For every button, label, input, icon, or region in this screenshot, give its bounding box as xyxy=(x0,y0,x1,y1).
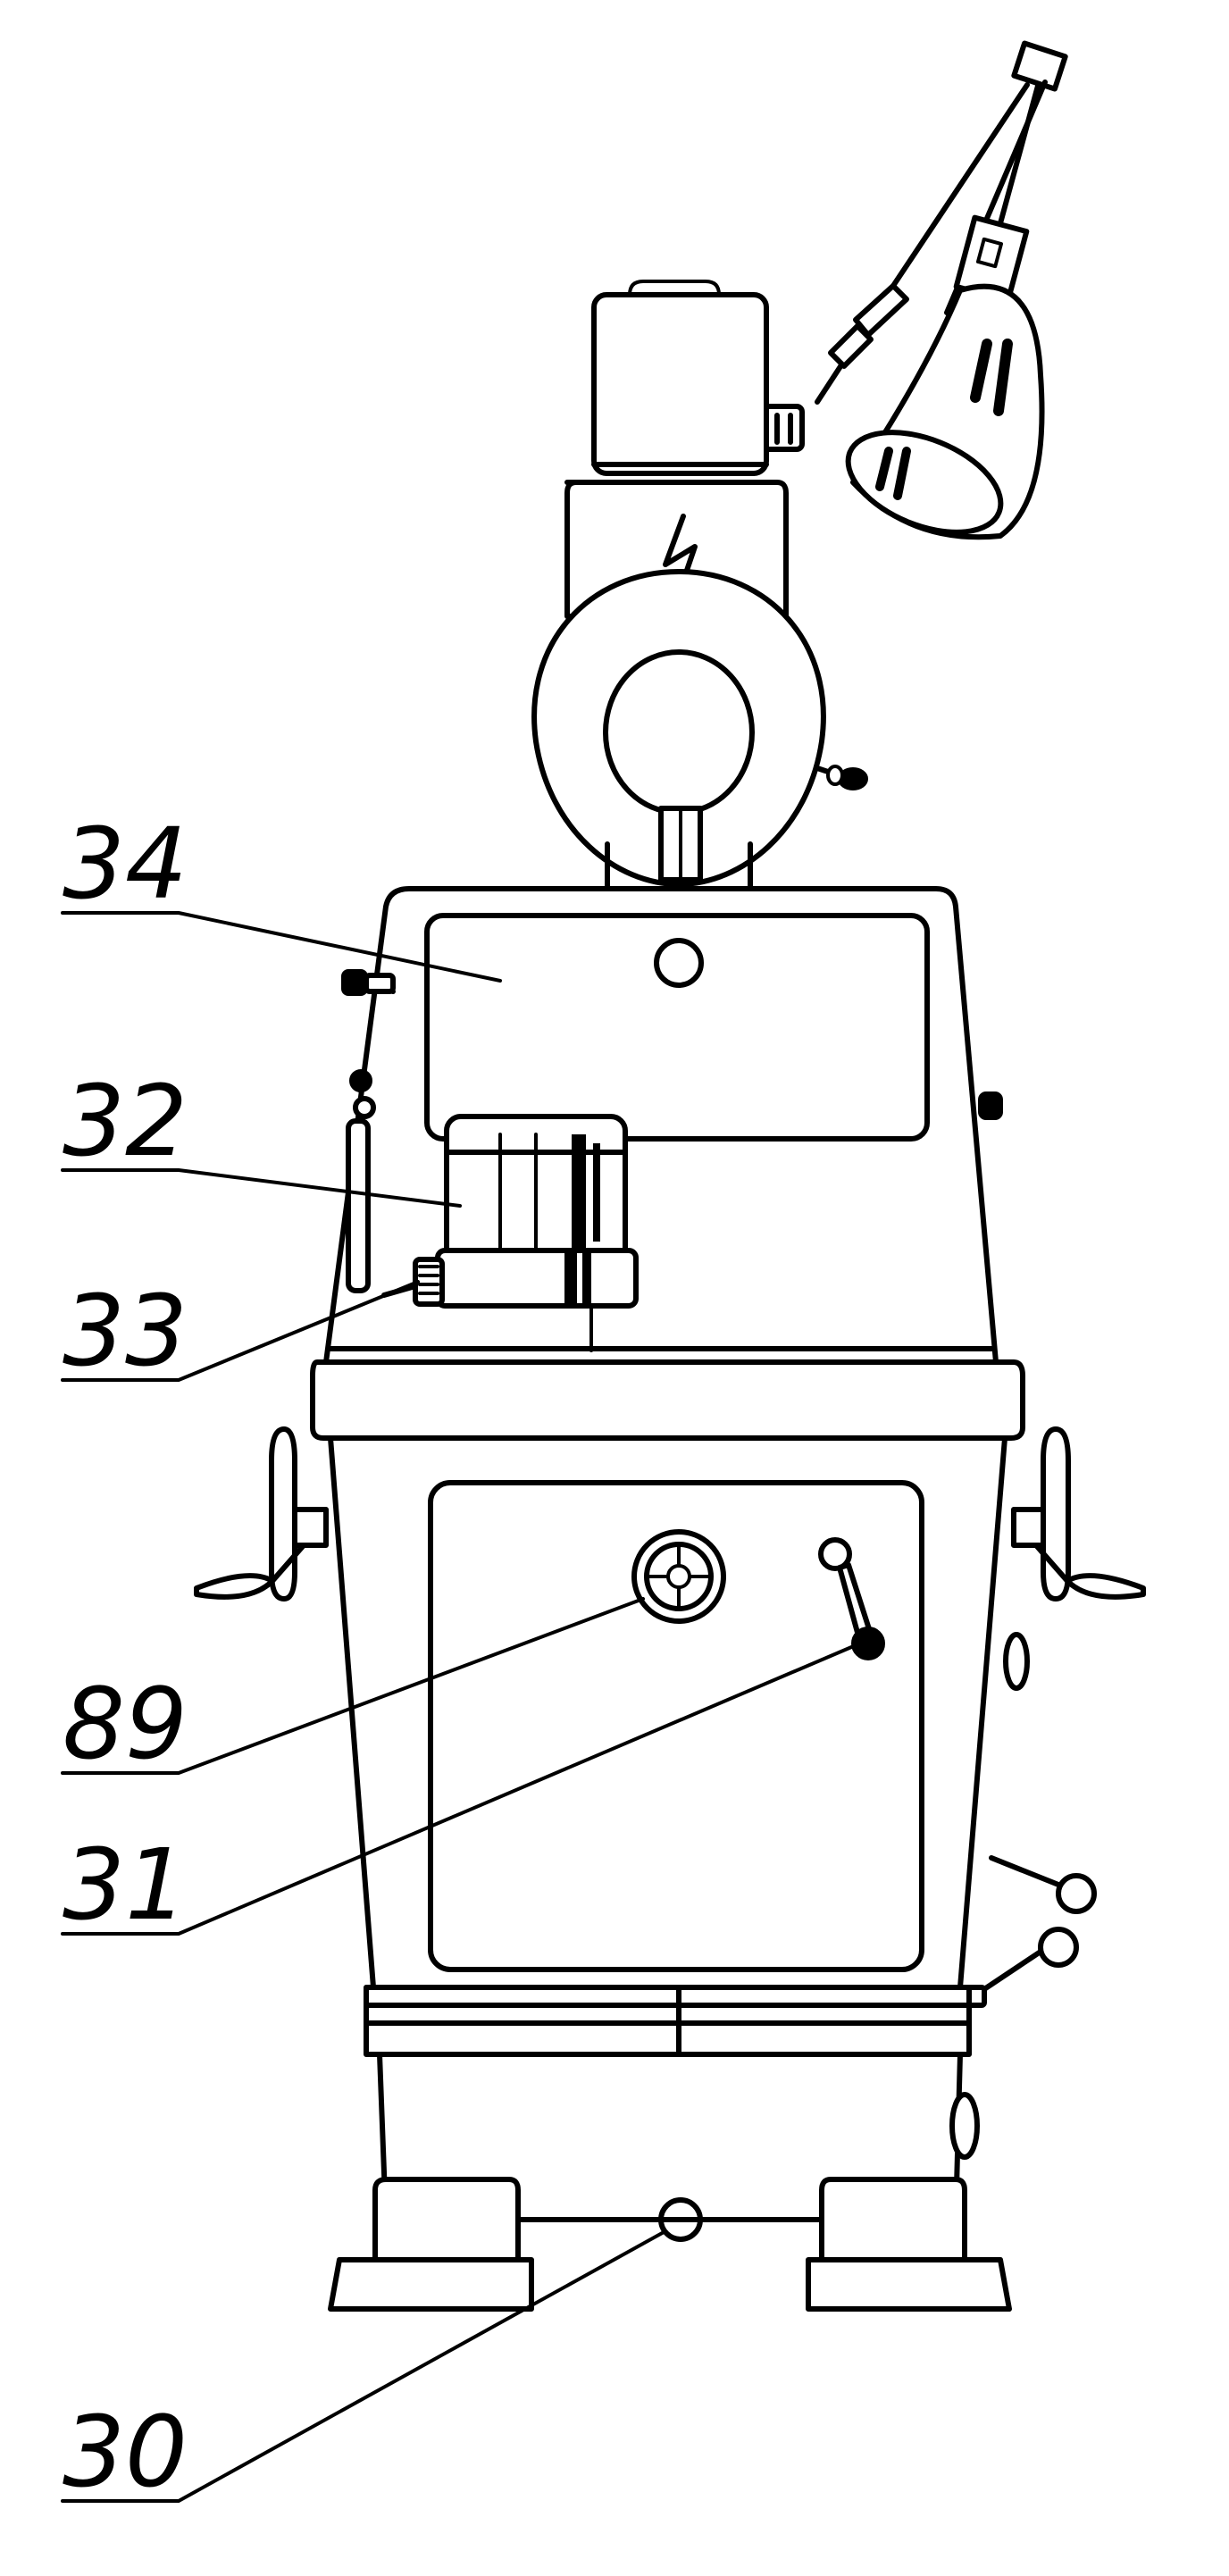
callout-32: 32 xyxy=(63,1064,188,1178)
leader-lines xyxy=(61,911,857,2503)
callout-labels: 34 32 33 89 31 30 xyxy=(63,807,188,2509)
leader-89 xyxy=(61,1597,645,1775)
leader-30 xyxy=(61,2229,667,2503)
callout-34: 34 xyxy=(63,807,188,921)
leader-32 xyxy=(61,1168,462,1208)
leader-34 xyxy=(61,911,502,983)
work-lamp xyxy=(755,40,1068,540)
callout-31: 31 xyxy=(63,1827,188,1942)
base-cabinet xyxy=(194,1426,1146,2008)
side-levers xyxy=(962,1855,1097,2008)
table-top xyxy=(310,1359,1025,1441)
leader-33 xyxy=(61,1280,420,1382)
callout-89: 89 xyxy=(63,1667,188,1781)
plinth xyxy=(328,1985,1012,2312)
callout-33: 33 xyxy=(63,1274,188,1388)
motor xyxy=(591,280,769,476)
feed-lever xyxy=(818,1537,885,1660)
dial-counter xyxy=(381,1114,639,1352)
callout-30: 30 xyxy=(63,2395,188,2509)
leader-31 xyxy=(61,1643,857,1936)
feed-gauge xyxy=(631,1529,726,1624)
spindle-ring xyxy=(531,569,868,891)
